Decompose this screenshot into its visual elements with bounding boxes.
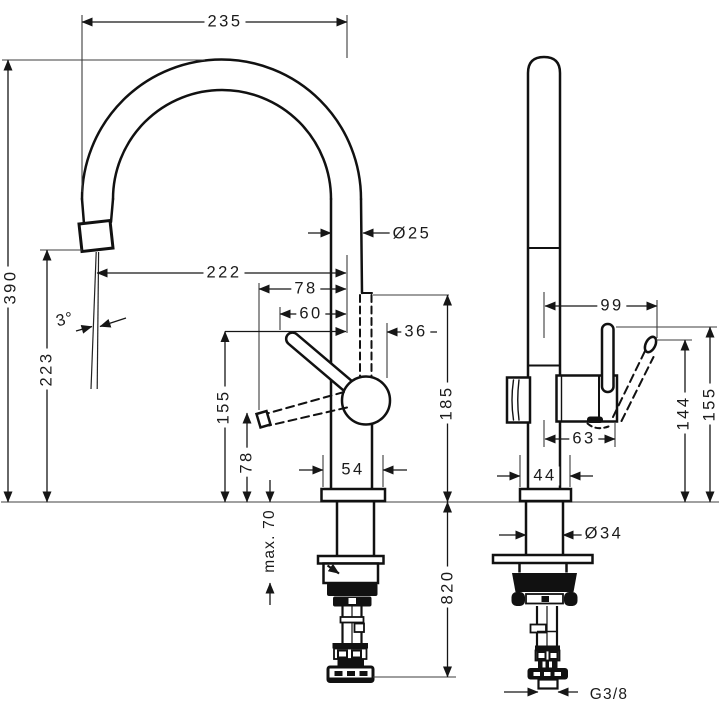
lever-pivot-ball xyxy=(340,375,392,426)
lever-side-tip-cap xyxy=(643,335,658,354)
spout-arc-inner xyxy=(111,88,333,201)
dim-lever-reach-low: 78 xyxy=(291,279,321,299)
dim-base-width: 54 xyxy=(338,460,368,480)
dim-spout-diameter: Ø25 xyxy=(389,224,435,244)
dim-outlet-reach: 222 xyxy=(203,263,245,283)
dim-overall-reach: 235 xyxy=(204,12,246,32)
front-view-faucet xyxy=(77,58,392,503)
base-flange-front xyxy=(320,487,387,503)
dim-lever-top-height-side: 155 xyxy=(700,383,720,425)
screw-direction-arrow xyxy=(326,563,340,575)
dim-line-angle-right xyxy=(99,317,127,328)
dim-lever-offset: 36 xyxy=(401,322,431,342)
front-under-counter-assembly xyxy=(316,502,385,683)
mounting-nut xyxy=(327,583,378,596)
dim-base-depth: 44 xyxy=(530,466,560,486)
dim-max-counter-thickness: max. 70 xyxy=(261,506,279,576)
dim-hose-length: 820 xyxy=(438,566,457,608)
lever-low-tip-cap xyxy=(254,409,273,430)
dim-supply-connection: G3/8 xyxy=(586,686,632,704)
dim-lever-length: 99 xyxy=(597,296,627,316)
spout-arc-outer xyxy=(80,58,363,201)
dim-stream-angle: 3° xyxy=(53,308,77,332)
dim-outlet-height: 223 xyxy=(37,348,57,390)
dim-swivel-height: 185 xyxy=(437,382,457,424)
dim-lever-low-height: 78 xyxy=(237,447,257,477)
side-under-counter-assembly xyxy=(491,502,594,690)
spray-head xyxy=(77,218,115,254)
dim-shank-diameter: Ø34 xyxy=(581,524,627,544)
dim-line-angle-left xyxy=(75,325,93,334)
dim-overall-height: 390 xyxy=(1,266,21,308)
lever-handle-side xyxy=(600,322,615,394)
dim-lever-top-height-front: 155 xyxy=(214,386,234,428)
g38-thread-stub xyxy=(537,678,559,690)
dim-lever-tip-height: 144 xyxy=(674,392,694,434)
base-flange-side xyxy=(518,487,573,503)
dim-lever-reach-up: 60 xyxy=(296,304,326,324)
dim-lever-pivot-offset: 63 xyxy=(569,429,599,449)
clamp-cone xyxy=(512,573,577,592)
side-view-faucet xyxy=(505,55,658,503)
side-column xyxy=(526,55,562,491)
